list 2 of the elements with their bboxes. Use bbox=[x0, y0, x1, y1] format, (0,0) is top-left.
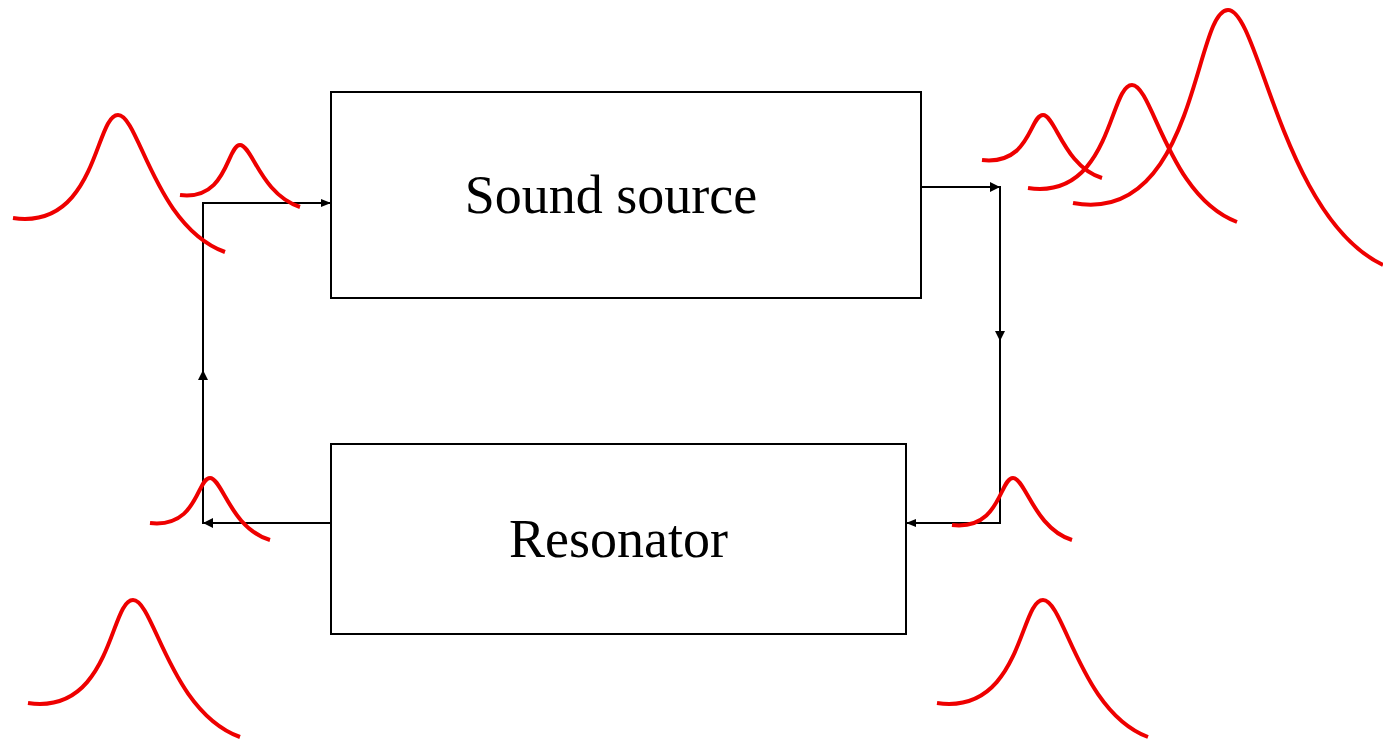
process-box: Sound source bbox=[330, 91, 922, 299]
process-box: Resonator bbox=[330, 443, 907, 635]
